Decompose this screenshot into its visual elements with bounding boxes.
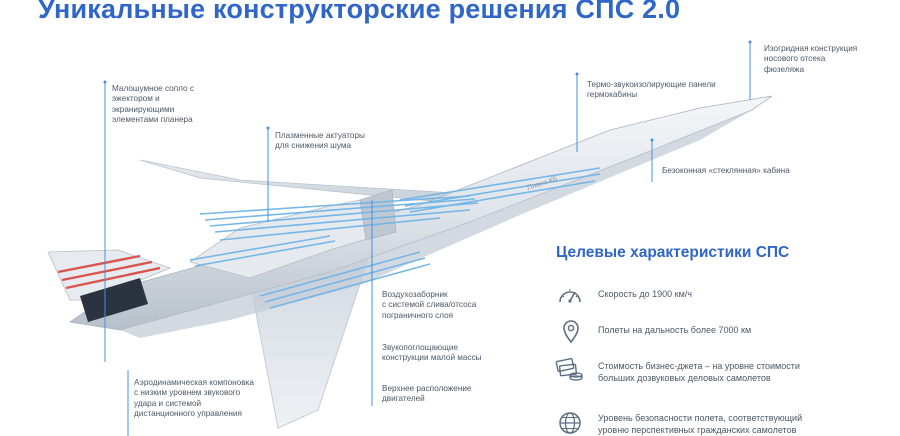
globe-icon <box>559 412 581 434</box>
callout-aerodynamics: Аэродинамическая компоновка с низким уро… <box>134 378 254 419</box>
callout-plasma-actuators: Плазменные актуаторы для снижения шума <box>275 131 365 151</box>
location-pin-icon <box>563 320 579 344</box>
speedometer-icon <box>559 289 581 303</box>
callout-air-intake: Воздухозаборник с системой слива/отсоса … <box>382 290 477 320</box>
callout-windowless-cabin: Безоконная «стеклянная» кабина <box>662 166 790 175</box>
feature-cost: Стоимость бизнес-джета – на уровне стоим… <box>598 361 800 383</box>
engine-nozzle <box>80 278 148 322</box>
money-icon <box>555 357 583 381</box>
callout-cabin-panels: Термо-звукоизолирующие панели гермокабин… <box>587 80 716 100</box>
callout-nozzle: Малошумное сопло с эжектором и экранирую… <box>112 84 194 125</box>
callout-nose-structure: Изогридная конструкция носового отсека ф… <box>764 44 858 74</box>
callout-engine-placement: Верхнее расположение двигателей <box>382 384 472 404</box>
feature-speed: Скорость до 1900 км/ч <box>598 289 692 299</box>
airflow-stripes <box>189 167 601 309</box>
callout-dots <box>103 40 752 142</box>
callout-sound-absorbing: Звукопоглощающие конструкции малой массы <box>382 343 482 363</box>
callout-leaders <box>104 42 751 436</box>
characteristics-title: Целевые характеристики СПС <box>556 244 790 261</box>
page-title: Уникальные конструкторские решения СПС 2… <box>38 0 681 24</box>
feature-range: Полеты на дальность более 7000 км <box>598 325 752 335</box>
feature-safety: Уровень безопасности полета, соответству… <box>598 413 803 435</box>
tail-stripes <box>57 254 161 290</box>
